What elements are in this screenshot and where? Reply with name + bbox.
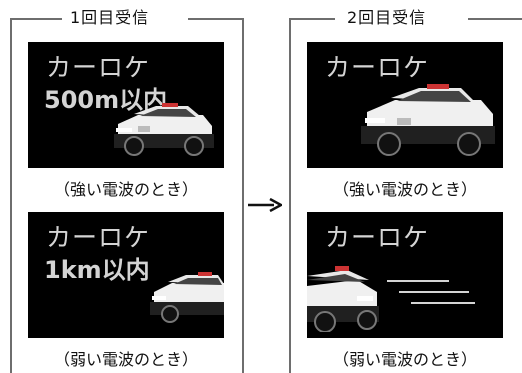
- left-panel-label: 1回目受信: [66, 8, 154, 28]
- police-car-icon: [150, 272, 224, 323]
- right-frame-left: [289, 18, 291, 373]
- right-frame-top-right: [468, 18, 522, 20]
- screen-range: 1km以内: [44, 256, 150, 284]
- right-strong-screen: カーロケ: [307, 42, 503, 168]
- screen-title: カーロケ: [46, 223, 151, 252]
- right-weak-screen: カーロケ: [307, 212, 503, 338]
- police-car-icon: [114, 103, 214, 156]
- screen-range: 500m以内: [44, 86, 168, 114]
- left-frame-right: [242, 18, 244, 373]
- left-frame-left: [10, 18, 12, 373]
- speed-lines-icon: [387, 280, 475, 304]
- left-strong-caption: （強い電波のとき）: [53, 180, 198, 199]
- screen-title: カーロケ: [46, 53, 151, 82]
- left-strong-screen: カーロケ 500m以内: [28, 42, 224, 168]
- left-weak-screen: カーロケ 1km以内: [28, 212, 224, 338]
- police-car-icon: [307, 266, 379, 332]
- right-weak-caption: （弱い電波のとき）: [332, 350, 477, 369]
- police-car-icon: [361, 84, 495, 156]
- right-frame-top-left: [289, 18, 335, 20]
- screen-title: カーロケ: [325, 223, 430, 252]
- right-strong-caption: （強い電波のとき）: [332, 180, 477, 199]
- left-frame-top-left: [10, 18, 62, 20]
- left-weak-caption: （弱い電波のとき）: [53, 350, 198, 369]
- screen-title: カーロケ: [325, 53, 430, 82]
- right-arrow-icon: [248, 198, 282, 212]
- right-panel-label: 2回目受信: [343, 8, 431, 28]
- left-frame-top-right: [188, 18, 244, 20]
